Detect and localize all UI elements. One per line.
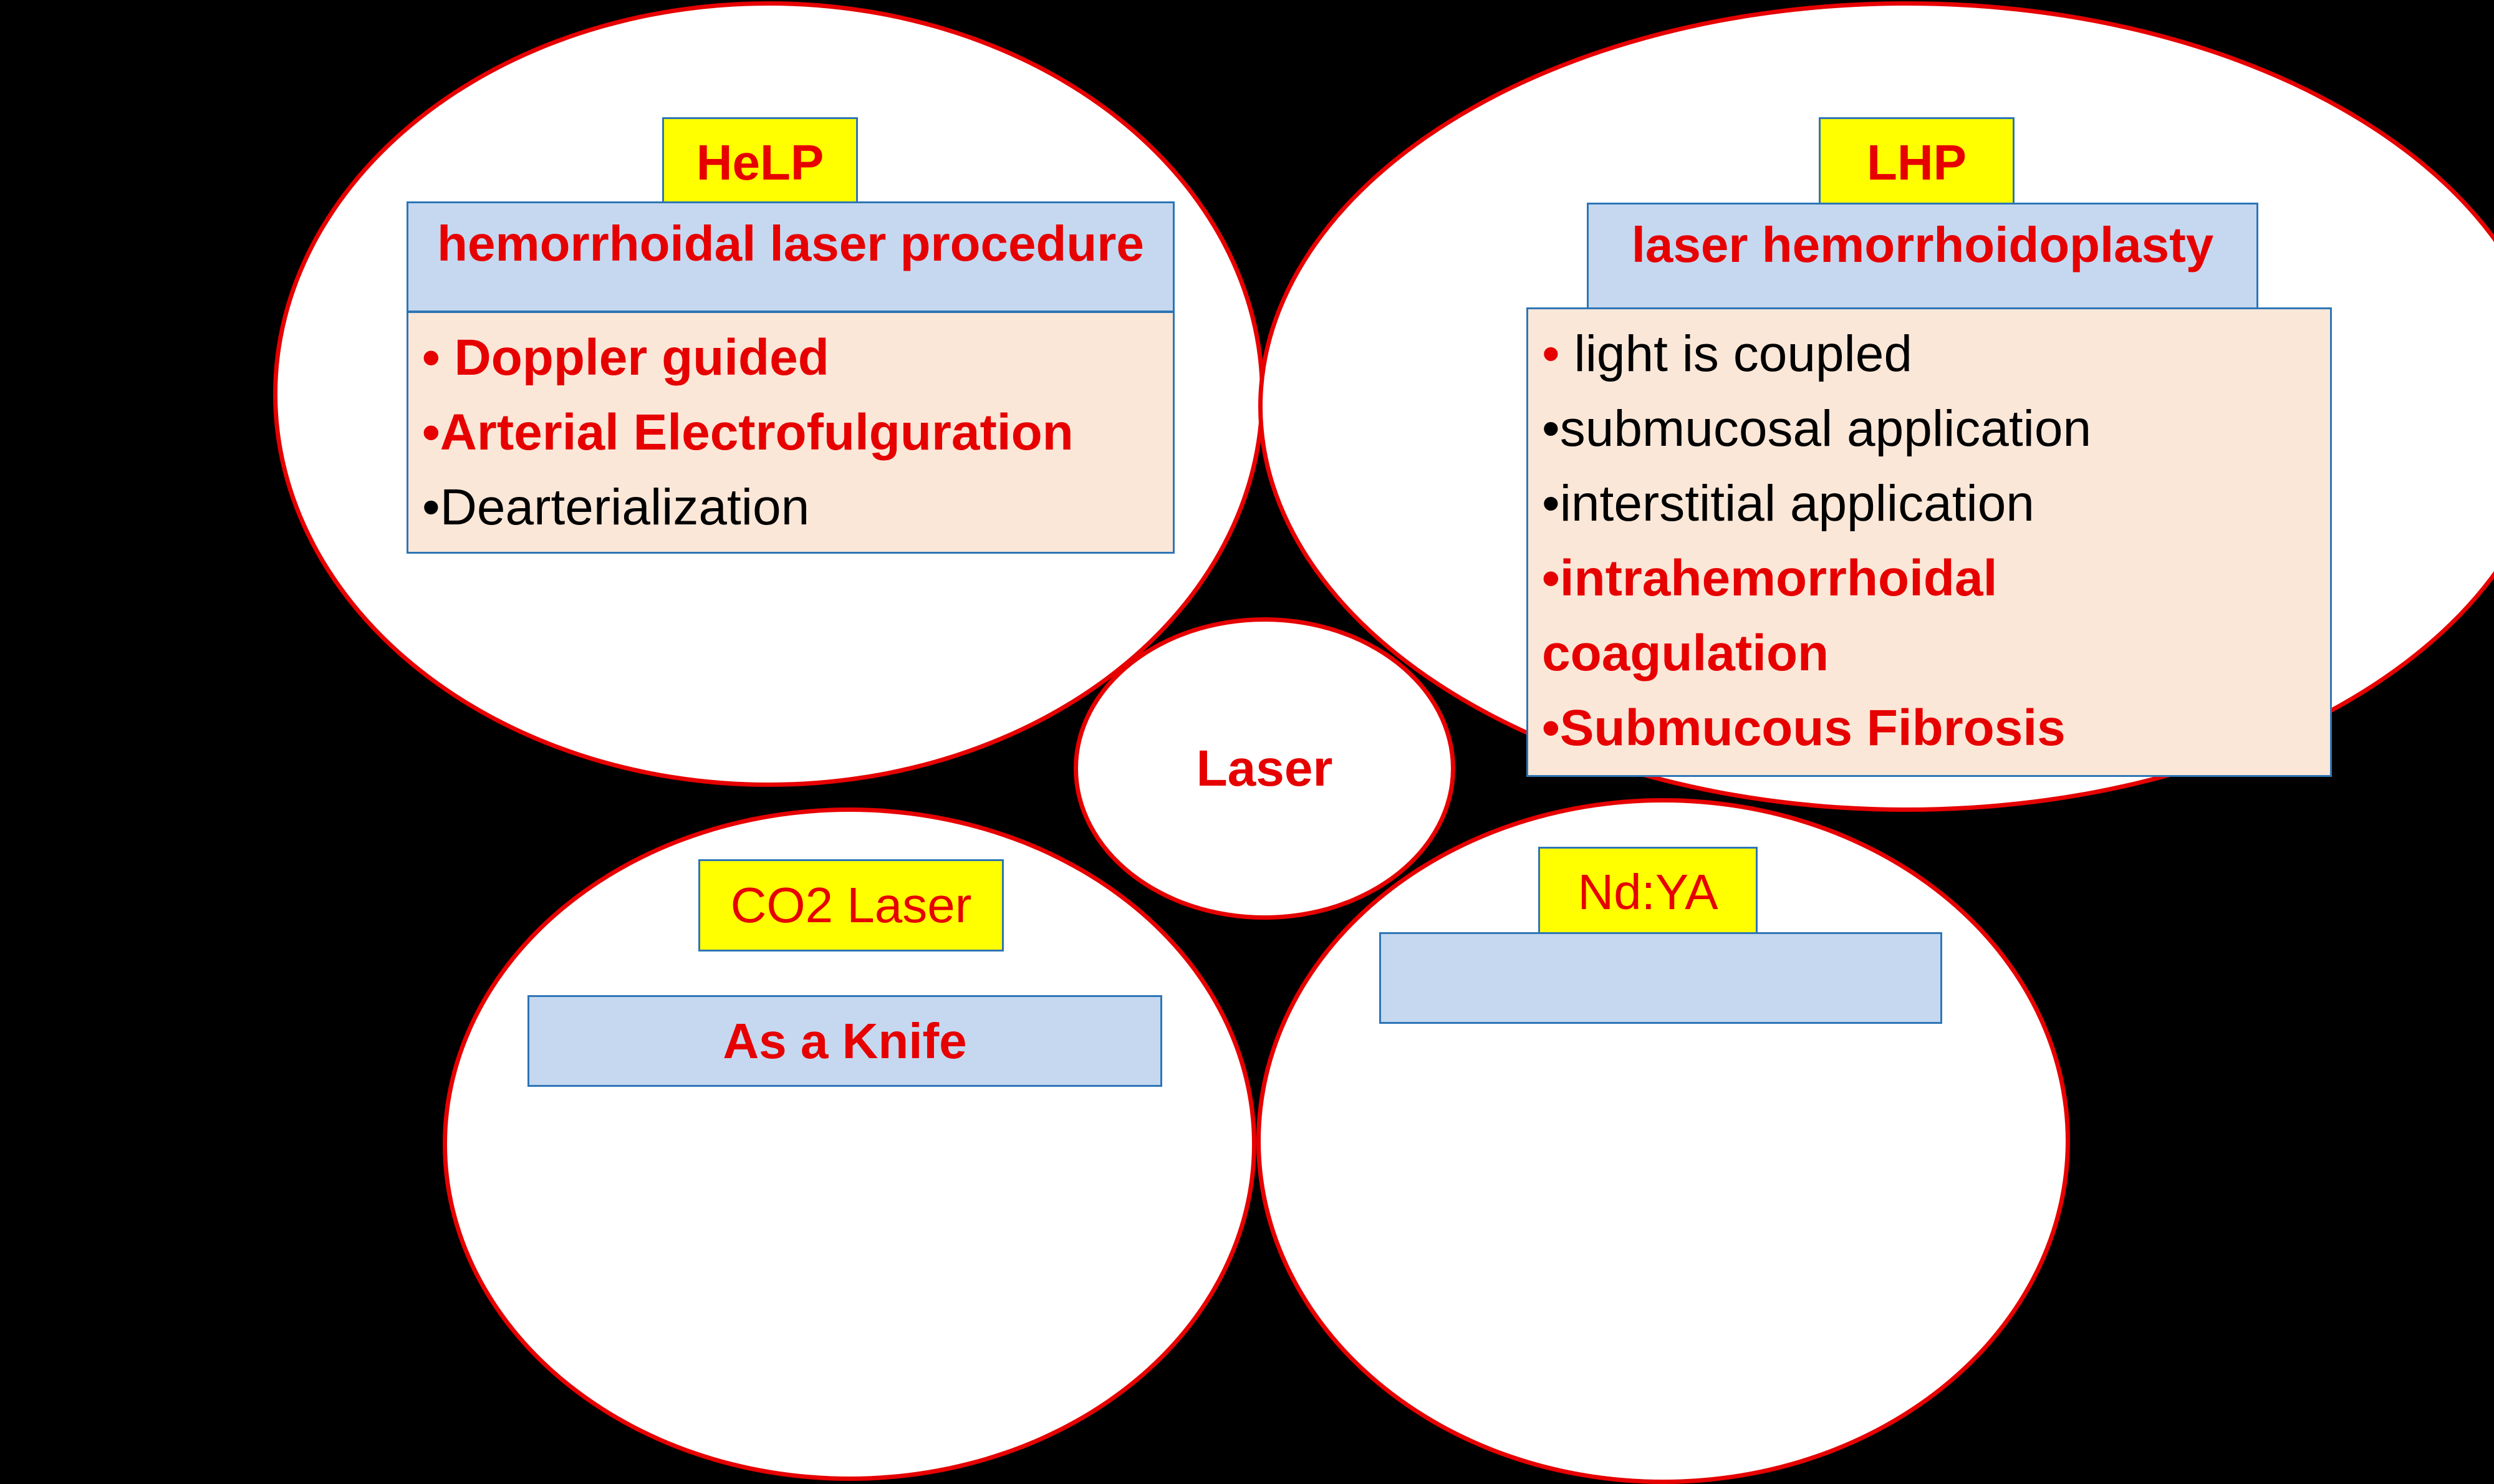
ndyag-title-box — [1379, 932, 1942, 1024]
lhp-item-submucosal: •submucosal application — [1542, 400, 2092, 457]
lhp-title-box: laser hemorrhoidoplasty — [1587, 203, 2258, 312]
laser-center-label: Laser — [1196, 740, 1333, 797]
help-title-box: hemorrhoidal laser procedure — [407, 201, 1175, 312]
lhp-item-interstitial: •interstitial application — [1542, 475, 2034, 532]
help-item-dearterialization: •Dearterialization — [422, 479, 810, 536]
co2-title-box: As a Knife — [527, 995, 1162, 1087]
lhp-list-box: • light is coupled •submucosal applicati… — [1526, 307, 2332, 777]
lhp-item-light: • light is coupled — [1542, 325, 1912, 382]
co2-tag: CO2 Laser — [698, 859, 1004, 952]
lhp-item-fibrosis: •Submucous Fibrosis — [1542, 700, 2066, 756]
help-item-doppler: • Doppler guided — [422, 329, 829, 386]
help-item-electrofulguration: •Arterial Electrofulguration — [422, 404, 1074, 461]
help-tag: HeLP — [662, 117, 858, 208]
laser-center-ellipse — [1074, 617, 1455, 920]
lhp-tag: LHP — [1819, 117, 2015, 208]
ndyag-tag: Nd:YA — [1538, 847, 1758, 937]
help-list-box: • Doppler guided •Arterial Electrofulgur… — [407, 311, 1175, 554]
lhp-item-intrahemorrhoidal: •intrahemorrhoidal — [1542, 550, 1998, 607]
lhp-item-coagulation: coagulation — [1542, 625, 1829, 682]
